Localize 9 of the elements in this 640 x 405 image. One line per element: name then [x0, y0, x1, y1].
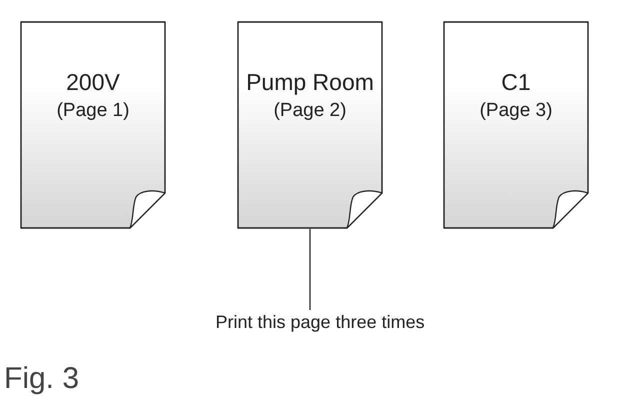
leader-line	[309, 229, 311, 310]
page-title: 200V	[65, 69, 121, 96]
page-title: Pump Room	[245, 69, 375, 96]
page-number: (Page 3)	[478, 100, 554, 122]
page-number: (Page 2)	[272, 100, 348, 122]
figure-caption: Fig. 3	[4, 362, 80, 396]
page-number: (Page 1)	[56, 100, 130, 122]
page-title: C1	[500, 69, 532, 96]
note-text: Print this page three times	[216, 312, 425, 333]
